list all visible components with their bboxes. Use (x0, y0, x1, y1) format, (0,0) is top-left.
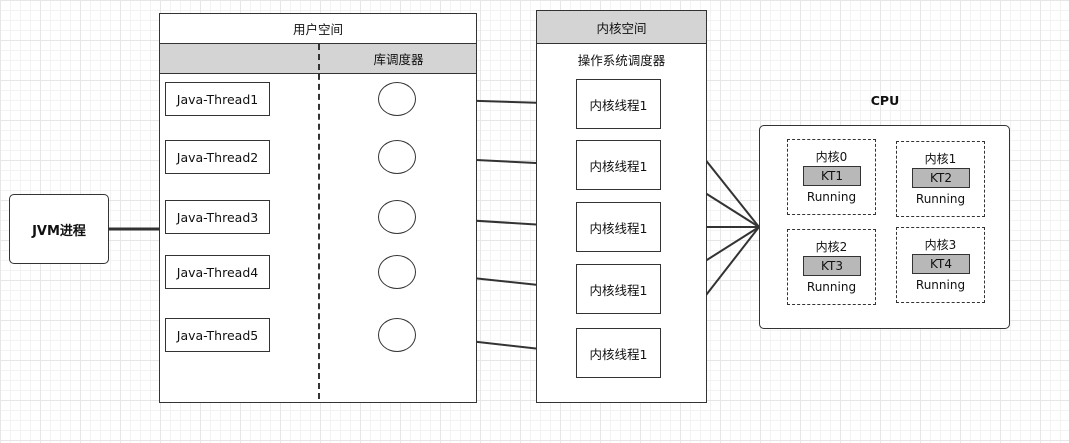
user-space-title: 用户空间 (160, 14, 476, 44)
java-thread-label: Java-Thread3 (176, 209, 259, 225)
core-kernel-thread-badge: KT4 (912, 254, 970, 274)
kernel-thread-label: 内核线程1 (589, 346, 648, 362)
kernel-thread-node[interactable]: 内核线程1 (576, 264, 661, 314)
core-name: 内核1 (924, 152, 957, 166)
library-scheduler-circle[interactable] (378, 255, 416, 289)
core-name: 内核0 (815, 150, 848, 164)
kernel-thread-label: 内核线程1 (589, 220, 648, 236)
kernel-thread-node[interactable]: 内核线程1 (576, 328, 661, 378)
core-name: 内核3 (924, 238, 957, 252)
core-state: Running (915, 278, 966, 292)
library-scheduler-circle[interactable] (378, 200, 416, 234)
kernel-thread-node[interactable]: 内核线程1 (576, 140, 661, 190)
library-scheduler-circle[interactable] (378, 82, 416, 116)
kernel-thread-node[interactable]: 内核线程1 (576, 202, 661, 252)
core-kernel-thread-badge: KT2 (912, 168, 970, 188)
java-thread-label: Java-Thread4 (176, 264, 259, 280)
java-thread-label: Java-Thread2 (176, 149, 259, 165)
cpu-core-node[interactable]: 内核1 KT2 Running (896, 141, 985, 217)
java-thread-node[interactable]: Java-Thread3 (165, 200, 270, 234)
kernel-thread-label: 内核线程1 (589, 97, 648, 113)
jvm-process-node[interactable]: JVM进程 (9, 194, 109, 264)
library-scheduler-circle[interactable] (378, 140, 416, 174)
core-state: Running (806, 190, 857, 204)
cpu-core-node[interactable]: 内核2 KT3 Running (787, 229, 876, 305)
java-thread-node[interactable]: Java-Thread2 (165, 140, 270, 174)
core-kernel-thread-badge: KT3 (803, 256, 861, 276)
java-thread-node[interactable]: Java-Thread1 (165, 82, 270, 116)
os-scheduler-label: 操作系统调度器 (577, 52, 666, 68)
kernel-thread-label: 内核线程1 (589, 282, 648, 298)
core-state: Running (806, 280, 857, 294)
cpu-title: CPU (870, 92, 900, 108)
core-name: 内核2 (815, 240, 848, 254)
cpu-core-node[interactable]: 内核0 KT1 Running (787, 139, 876, 215)
java-thread-label: Java-Thread1 (176, 91, 259, 107)
core-state: Running (915, 192, 966, 206)
scheduler-divider (318, 44, 320, 399)
library-scheduler-label: 库调度器 (373, 51, 424, 67)
kernel-thread-node[interactable]: 内核线程1 (576, 79, 661, 129)
java-thread-node[interactable]: Java-Thread5 (165, 318, 270, 352)
kernel-space-title: 内核空间 (537, 11, 706, 44)
core-kernel-thread-badge: KT1 (803, 166, 861, 186)
kernel-thread-label: 内核线程1 (589, 158, 648, 174)
cpu-core-node[interactable]: 内核3 KT4 Running (896, 227, 985, 303)
jvm-process-label: JVM进程 (32, 223, 86, 239)
library-scheduler-circle[interactable] (378, 318, 416, 352)
java-thread-node[interactable]: Java-Thread4 (165, 255, 270, 289)
java-thread-label: Java-Thread5 (176, 327, 259, 343)
